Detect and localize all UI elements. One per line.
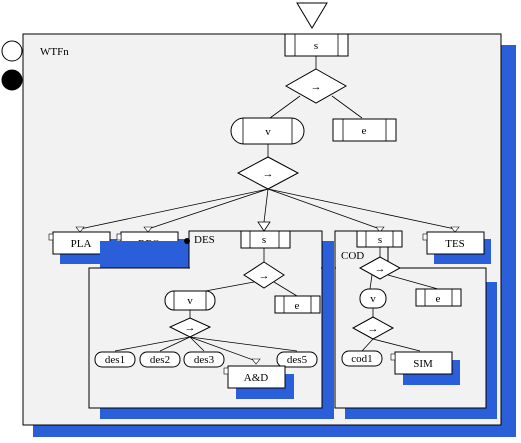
des-sequence-gateway[interactable]: → bbox=[243, 261, 285, 289]
des-leaf-des5-label: des5 bbox=[287, 354, 308, 366]
cod-sequence-gateway[interactable]: → bbox=[358, 256, 402, 280]
top-branch-label: v bbox=[265, 126, 271, 138]
cod-sequence-symbol-2: → bbox=[368, 323, 379, 335]
cod-end-node[interactable]: e bbox=[415, 288, 462, 307]
top-end-label: e bbox=[362, 125, 367, 137]
top-start-node[interactable]: s bbox=[284, 33, 349, 57]
root-title: WTFn bbox=[40, 46, 69, 58]
des-branch-node[interactable]: v bbox=[164, 290, 216, 311]
entry-triangle-icon[interactable] bbox=[296, 2, 328, 29]
fan-out-lines bbox=[75, 188, 460, 233]
des-leaf-des3[interactable]: des3 bbox=[183, 351, 225, 368]
des-leaf-des2-label: des2 bbox=[150, 354, 170, 366]
des-sequence-symbol-2: → bbox=[185, 322, 196, 334]
cod-subprocess-sim[interactable]: SIM bbox=[390, 351, 460, 385]
task-pla-label: PLA bbox=[71, 238, 92, 250]
des-start-node[interactable]: s bbox=[240, 230, 291, 249]
des-end-node[interactable]: e bbox=[274, 295, 321, 314]
top-branch-node[interactable]: v bbox=[230, 117, 305, 145]
des-leaf-des1[interactable]: des1 bbox=[94, 351, 136, 368]
subprocess-des[interactable]: DES s → v e → bbox=[88, 230, 334, 419]
des-leaf-des5[interactable]: des5 bbox=[276, 351, 318, 368]
top-sequence-symbol: → bbox=[311, 81, 322, 93]
des-subprocess-ad[interactable]: A&D bbox=[223, 365, 294, 399]
des-leaf-des3-label: des3 bbox=[194, 354, 215, 366]
top-sequence-symbol-2: → bbox=[263, 168, 274, 180]
subprocess-cod-title: COD bbox=[341, 250, 364, 262]
des-leaf-des1-label: des1 bbox=[105, 354, 125, 366]
subprocess-cod[interactable]: COD s → v e → bbox=[334, 230, 497, 419]
cod-branch-label: v bbox=[370, 293, 376, 305]
cod-sequence-symbol: → bbox=[375, 263, 386, 275]
cod-leaf-cod1-label: cod1 bbox=[351, 353, 372, 365]
des-branch-label: v bbox=[187, 295, 193, 307]
top-sequence-gateway[interactable]: → bbox=[284, 68, 348, 104]
des-leaf-des2[interactable]: des2 bbox=[139, 351, 181, 368]
des-subprocess-ad-label: A&D bbox=[244, 372, 269, 384]
end-event-icon[interactable] bbox=[1, 69, 23, 91]
cod-leaf-cod1[interactable]: cod1 bbox=[341, 350, 383, 367]
cod-start-node[interactable]: s bbox=[356, 230, 403, 248]
des-start-label: s bbox=[262, 234, 266, 246]
des-sequence-symbol: → bbox=[259, 270, 270, 282]
top-start-label: s bbox=[314, 40, 318, 52]
des-end-label: e bbox=[295, 300, 300, 312]
task-tes-label: TES bbox=[445, 238, 465, 250]
task-tes[interactable]: TES bbox=[422, 231, 491, 264]
top-end-node[interactable]: e bbox=[332, 118, 397, 142]
cod-end-label: e bbox=[436, 293, 441, 305]
subprocess-des-title: DES bbox=[194, 234, 215, 246]
start-event-icon[interactable] bbox=[1, 40, 23, 62]
cod-subprocess-sim-label: SIM bbox=[413, 358, 433, 370]
cod-branch-node[interactable]: v bbox=[359, 288, 387, 309]
cod-start-label: s bbox=[378, 234, 382, 246]
